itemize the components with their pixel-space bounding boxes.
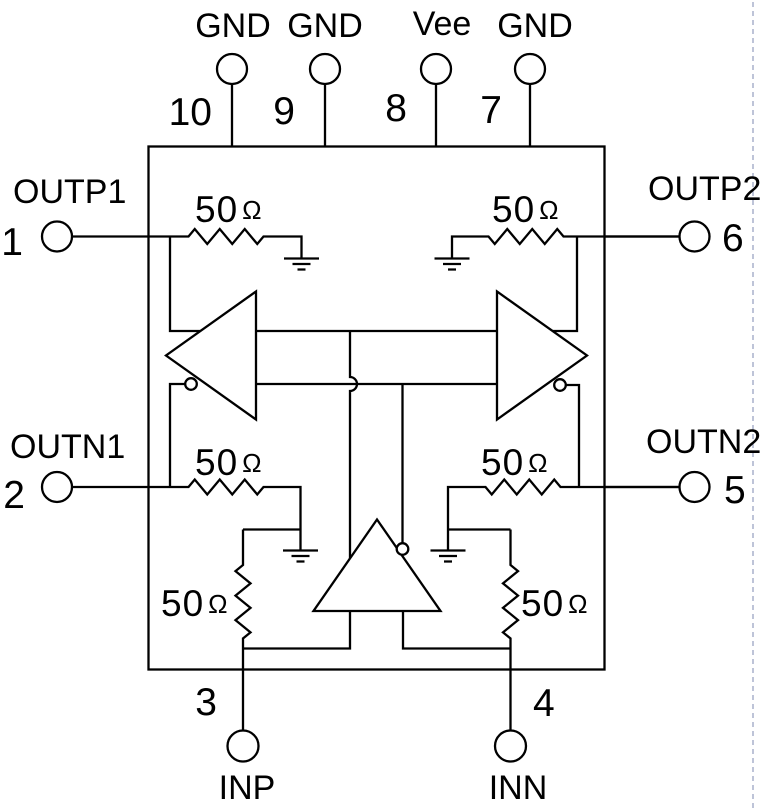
inverting-bubble-amp1 [184,377,198,391]
pin-1-label: OUTP1 [13,173,126,211]
pin-6-terminal [678,220,711,253]
pin-7-terminal [513,52,547,86]
pin-9-number: 9 [273,90,295,133]
right-pin-leads [604,235,680,489]
pin-6-label: OUTP2 [648,170,760,208]
pin-7-label: GND [497,7,573,45]
pin-9-label: GND [287,7,363,45]
pin-10-number: 10 [169,91,212,134]
pin-8-label: Vee [413,5,472,43]
inverting-bubble-input-amp [395,542,410,556]
pin-10-terminal [215,52,249,86]
pin-5-number: 5 [724,469,746,512]
input-amp-output-wire-with-hop [348,331,359,559]
outp2-net-and-resistor [450,227,680,333]
inverting-bubble-amp2 [553,378,567,392]
pin-7-number: 7 [480,89,502,132]
pin-2-label: OUTN1 [10,428,125,466]
inn-net-and-resistor [401,529,520,731]
output-amp-1-triangle [164,289,258,422]
output-amp-2-triangle [495,289,589,422]
ground-symbol-left-input [283,549,318,563]
input-amp-triangle [311,517,443,613]
pin-2-number: 2 [3,474,25,517]
pin-1-number: 1 [1,221,23,264]
ground-symbol-outp1 [284,257,319,271]
top-pin-leads [230,84,532,147]
outn1-net-and-resistor [72,382,302,550]
pin-10-label: GND [195,7,271,45]
pin-3-number: 3 [195,681,217,724]
pin-4-terminal [493,729,528,763]
pin-8-number: 8 [385,87,407,130]
pin-3-terminal [226,729,260,763]
pin-4-label: INN [489,769,548,807]
ground-symbol-right-input [430,549,466,563]
outp1-net-and-resistor [72,227,303,333]
pin-8-terminal [419,52,453,86]
pin-5-label: OUTN2 [646,423,760,461]
pin-9-terminal [308,52,342,86]
pin-5-terminal [678,470,711,504]
inp-net-and-resistor [233,529,352,731]
pin-1-terminal [40,220,74,253]
signal-buses [256,329,497,386]
pin-6-number: 6 [722,217,744,260]
pin-4-number: 4 [533,682,555,725]
outn2-net-and-resistor [446,383,680,550]
pin-2-terminal [40,470,74,504]
ground-symbol-outp2 [434,257,470,271]
pin-3-label: INP [219,769,276,807]
